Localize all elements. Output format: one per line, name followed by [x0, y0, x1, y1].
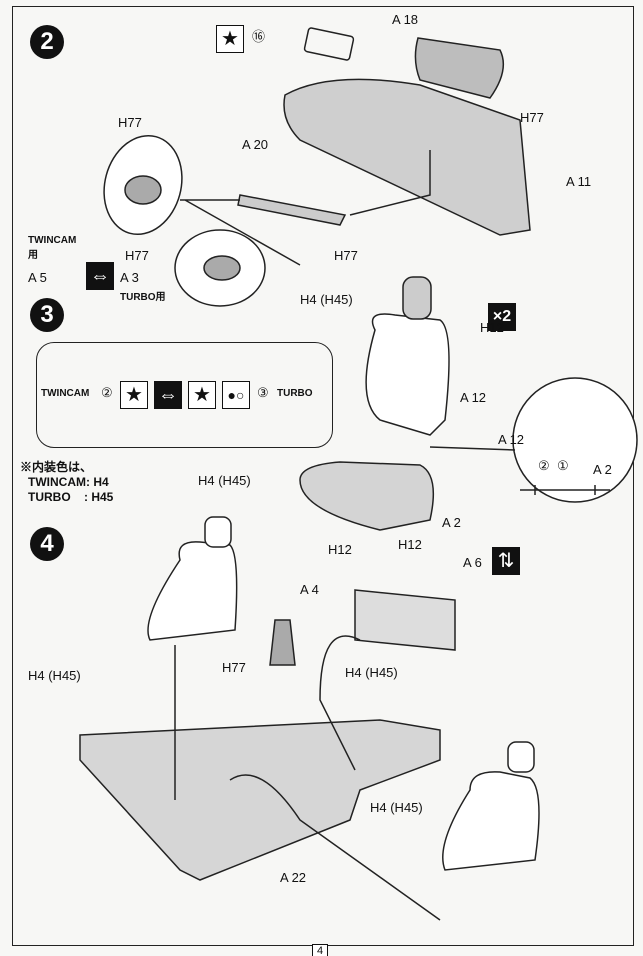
two-dot-icon: ●○	[222, 381, 250, 409]
turbo-use-label: TURBO用	[120, 292, 166, 303]
twincam-label: TWINCAM	[41, 388, 90, 399]
mix-arrow-icon: ⇔	[154, 381, 182, 409]
part-label: A 4	[300, 582, 319, 597]
part-label: A 12	[498, 432, 525, 447]
twincam-use-label: TWINCAM 用	[28, 235, 77, 261]
color-label: H4 (H45)	[198, 473, 251, 488]
part-label: A 12	[460, 390, 487, 405]
color-label: H77	[125, 248, 149, 263]
seat-right-drawing	[442, 771, 540, 871]
step-order-2: ②	[538, 458, 550, 473]
color-label: H12	[398, 537, 422, 552]
decal-3: ③	[257, 385, 269, 400]
color-label: H77	[520, 110, 544, 125]
note-twincam: TWINCAM: H4	[28, 475, 109, 489]
note-title: ※内装色は、	[20, 460, 93, 474]
page-number: 4	[312, 944, 328, 956]
front-seat-back	[365, 313, 450, 436]
part-label: A 11	[566, 174, 592, 189]
detail-circle	[512, 377, 638, 503]
star-icon: ★	[120, 381, 148, 409]
part-label: A 18	[392, 12, 419, 27]
shift-lever-drawing	[269, 619, 296, 666]
step-order-1: ①	[557, 458, 569, 473]
front-seat-cushion	[299, 461, 435, 531]
color-label: H77	[118, 115, 142, 130]
note-turbo: TURBO : H45	[28, 490, 114, 504]
paint-mix-icon: ⇔	[86, 262, 114, 290]
x2-badge: ×2	[488, 303, 516, 331]
part-label: A 22	[280, 870, 307, 885]
color-label: H77	[334, 248, 358, 263]
color-label: H12	[328, 542, 352, 557]
decal-16	[303, 27, 355, 61]
color-label: H12	[480, 320, 504, 335]
paint-star-icon: ★	[216, 25, 244, 53]
star-icon: ★	[188, 381, 216, 409]
part-label: A 2	[442, 515, 461, 530]
decal-number: ⑯	[252, 29, 266, 44]
steering-column-drawing	[237, 194, 347, 226]
color-label: H4 (H45)	[300, 292, 353, 307]
color-label: H4 (H45)	[28, 668, 81, 683]
seat-left-drawing	[147, 541, 238, 641]
step-3-marker: 3	[30, 298, 64, 332]
paint-legend-box: TWINCAM ② ★ ⇔ ★ ●○ ③ TURBO	[36, 342, 333, 448]
decal-2: ②	[101, 385, 113, 400]
turbo-label: TURBO	[277, 388, 313, 399]
rear-seat-drawing	[354, 589, 456, 651]
part-label: A 3	[120, 270, 139, 285]
meter-hood-drawing	[414, 37, 505, 99]
up-down-arrows-icon: ⇅	[492, 547, 520, 575]
dashboard-drawing	[283, 78, 531, 236]
step-4-marker: 4	[30, 527, 64, 561]
part-label: A 2	[593, 462, 612, 477]
part-label: A 5	[28, 270, 47, 285]
color-label: H4 (H45)	[370, 800, 423, 815]
part-label: A 20	[242, 137, 269, 152]
color-label: H77	[222, 660, 246, 675]
part-label: A 6	[463, 555, 482, 570]
interior-color-note: ※内装色は、 TWINCAM: H4 TURBO : H45	[20, 460, 113, 505]
step-2-marker: 2	[30, 25, 64, 59]
color-label: H4 (H45)	[345, 665, 398, 680]
